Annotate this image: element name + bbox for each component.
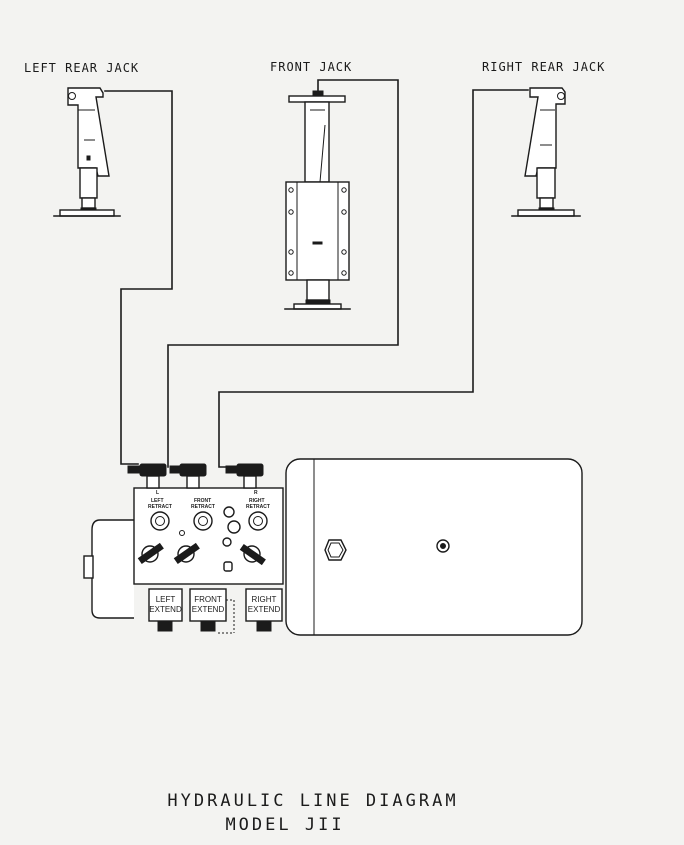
- left-rear-line: [104, 90, 173, 465]
- check-valve-mid: [227, 520, 241, 534]
- left-retract-valve: LEFT RETRACT: [148, 498, 172, 531]
- port-right-mark: R: [254, 490, 258, 496]
- right-rear-jack-label: RIGHT REAR JACK: [482, 60, 605, 74]
- svg-text:FRONT: FRONT: [194, 595, 222, 604]
- svg-text:RIGHT: RIGHT: [252, 595, 277, 604]
- pump-motor: [83, 519, 134, 619]
- fitting-left: [127, 463, 167, 489]
- svg-text:EXTEND: EXTEND: [192, 605, 225, 614]
- model-subtitle: MODEL JII: [225, 815, 344, 835]
- fitting-right: [225, 463, 264, 489]
- right-retract-valve: RIGHT RETRACT: [246, 498, 270, 531]
- check-valve-top: [223, 506, 235, 518]
- front-line: [167, 79, 399, 468]
- right-extend-box: RIGHT EXTEND: [245, 588, 283, 632]
- hydraulic-lines: [104, 79, 529, 468]
- svg-text:RETRACT: RETRACT: [148, 504, 172, 510]
- svg-text:RETRACT: RETRACT: [191, 504, 215, 510]
- front-extend-box: FRONT EXTEND: [189, 588, 235, 634]
- left-rear-jack-label: LEFT REAR JACK: [24, 61, 139, 75]
- svg-text:EXTEND: EXTEND: [149, 605, 182, 614]
- svg-text:EXTEND: EXTEND: [248, 605, 281, 614]
- right-extend-lever: [239, 543, 266, 566]
- fitting-front: [169, 463, 207, 489]
- left-rear-jack: [53, 87, 121, 217]
- front-jack: [284, 90, 351, 310]
- port-left-mark: L: [156, 490, 159, 496]
- right-rear-line: [218, 89, 529, 468]
- relief-plug: [223, 561, 233, 572]
- front-extend-lever: [173, 542, 200, 565]
- left-extend-lever: [137, 542, 164, 565]
- svg-text:RIGHT: RIGHT: [249, 498, 265, 504]
- valve-block: L R LEFT RETRACT FRONT RETRACT RIGHT RET…: [127, 463, 284, 585]
- svg-text:FRONT: FRONT: [194, 498, 211, 504]
- front-retract-valve: FRONT RETRACT: [191, 498, 215, 531]
- reservoir-tank: [285, 458, 583, 636]
- right-rear-jack: [511, 87, 581, 217]
- svg-text:LEFT: LEFT: [151, 498, 164, 504]
- front-jack-label: FRONT JACK: [270, 60, 352, 74]
- svg-text:LEFT: LEFT: [156, 595, 176, 604]
- svg-text:RETRACT: RETRACT: [246, 504, 270, 510]
- left-extend-box: LEFT EXTEND: [148, 588, 183, 632]
- diagram-title: HYDRAULIC LINE DIAGRAM: [167, 791, 458, 811]
